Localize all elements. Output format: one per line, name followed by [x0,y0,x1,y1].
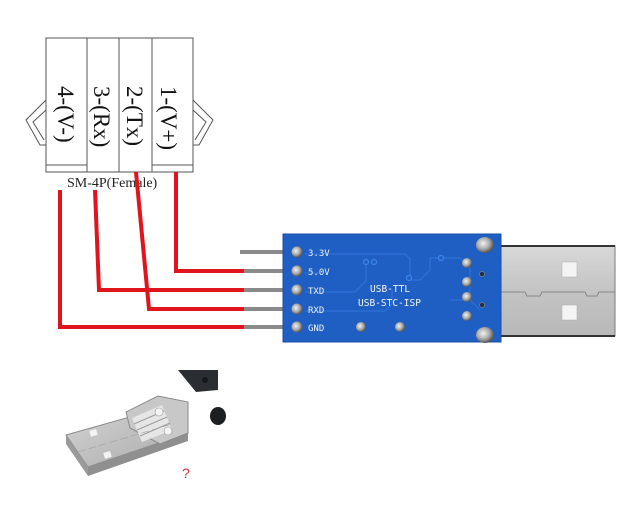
plug-window [103,451,112,459]
header-pin-5v0 [240,269,284,273]
usb-plug-photo [65,370,226,476]
header-pin-txd [240,288,284,292]
header-pin-3v3 [240,250,284,254]
module-header-pins [240,250,284,329]
module-pin-label: 3.3V [308,249,330,259]
usb-pad [462,292,472,302]
wire-vplus-to-5v0 [174,172,244,273]
plug-cap-screw [202,377,208,383]
right-latch [192,99,214,146]
mount-hole [356,322,366,332]
usb-pad [462,277,472,287]
usb-ttl-module: 3.3V 5.0V TXD RXD GND USB-TTL USB-STC-IS… [282,233,502,343]
pad-txd [291,284,303,296]
header-pin-rxd [240,307,284,311]
pin-pads [291,246,303,333]
usb-via [479,271,485,277]
pad-3v3 [291,246,303,258]
usb-via [479,302,485,308]
wires [58,171,244,329]
header-pin-gnd [240,325,284,329]
usb-a-plug [497,245,616,337]
plug-seam [77,423,173,453]
module-pin-label: 5.0V [308,268,330,278]
usb-latch-window [561,304,578,321]
module-title: USB-TTL [370,284,410,295]
connector-pin-label: 4-(V-) [53,86,78,143]
connector-pin-label: 1-(V+) [156,86,181,150]
usb-latch-window [561,261,578,278]
left-latch-inner [32,109,47,141]
plug-window [89,429,98,437]
pcb-vias [362,254,445,282]
usb-seam [500,291,615,297]
pad-rxd [291,303,303,315]
pad-gnd [291,321,303,333]
shell-tab [476,327,494,343]
pcb-board [283,234,501,342]
plug-cap-piece [210,407,226,425]
left-latch [25,99,47,146]
plug-shell-bottom [88,433,188,476]
sm-4p-connector: 4-(V-) 3-(Rx) 2-(Tx) 1-(V+) SM-4P(Female… [25,37,214,191]
wire-rx-to-txd [93,189,244,292]
module-pin-label: RXD [308,306,324,316]
connector-pin-label: 2-(Tx) [122,86,147,146]
right-latch-inner [192,109,207,141]
connector-name: SM-4P(Female) [67,176,158,191]
shell-tab [476,237,494,253]
connector-pin-label: 3-(Rx) [89,86,114,147]
module-subtitle: USB-STC-ISP [358,298,421,309]
wire-vminus-to-gnd [58,190,244,329]
question-mark: ? [182,465,190,481]
usb-pad [462,258,472,268]
mount-hole [395,322,405,332]
plug-hole [163,426,173,436]
usb-pad [462,311,472,321]
plug-shell-side [66,435,88,476]
plug-hole [154,407,164,417]
wire-tx-to-rxd [134,171,244,311]
module-pin-label: GND [308,324,324,334]
module-pin-label: TXD [308,287,324,297]
plug-cap-piece [178,370,218,392]
usb-shell [497,245,616,337]
pad-5v0 [291,265,303,277]
